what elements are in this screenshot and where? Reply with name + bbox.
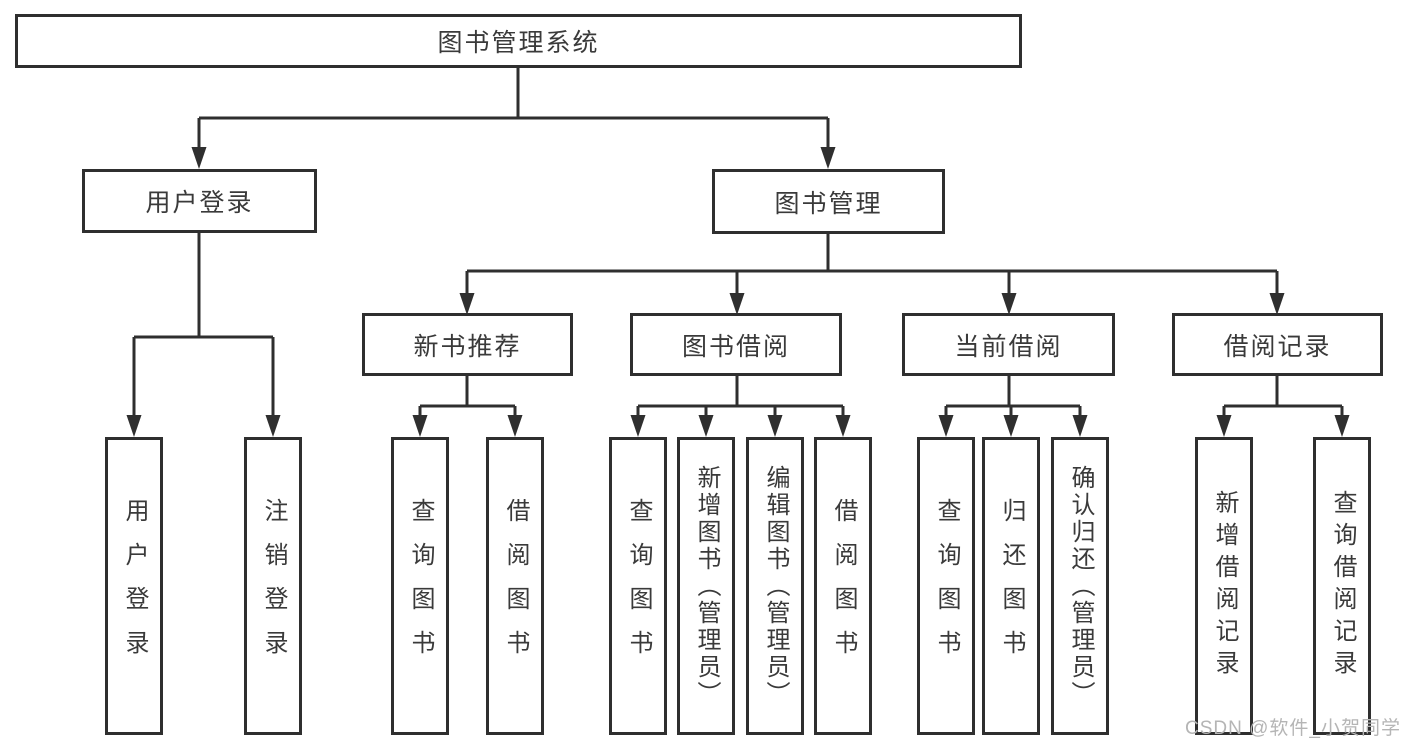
leaf-edit-books-admin: 编辑图书（管理员） bbox=[746, 437, 804, 735]
leaf-add-borrow-record: 新增借阅记录 bbox=[1195, 437, 1253, 735]
node-label: 图书管理系统 bbox=[437, 29, 600, 57]
leaf-return-books: 归还图书 bbox=[982, 437, 1040, 735]
leaf-query-books-borrowing: 查询图书 bbox=[609, 437, 667, 735]
node-new-book-recommendation: 新书推荐 bbox=[362, 313, 573, 376]
node-label: 查询图书 bbox=[933, 498, 960, 674]
leaf-borrow-books-recommend: 借阅图书 bbox=[486, 437, 544, 735]
leaf-query-books-recommend: 查询图书 bbox=[391, 437, 449, 735]
leaf-user-login: 用户登录 bbox=[105, 437, 163, 735]
node-label: 确认归还（管理员） bbox=[1067, 464, 1094, 708]
node-label: 用户登录 bbox=[121, 498, 148, 674]
node-label: 查询图书 bbox=[625, 498, 652, 674]
leaf-confirm-return-admin: 确认归还（管理员） bbox=[1051, 437, 1109, 735]
node-current-borrowing: 当前借阅 bbox=[902, 313, 1115, 376]
node-book-management: 图书管理 bbox=[712, 169, 945, 234]
node-label: 借阅图书 bbox=[830, 498, 857, 674]
node-label: 查询图书 bbox=[407, 498, 434, 674]
node-label: 借阅记录 bbox=[1223, 332, 1332, 361]
node-label: 编辑图书（管理员） bbox=[762, 464, 789, 708]
node-label: 查询借阅记录 bbox=[1329, 490, 1356, 682]
leaf-logout: 注销登录 bbox=[244, 437, 302, 735]
node-label: 图书借阅 bbox=[681, 332, 790, 361]
leaf-query-books-current: 查询图书 bbox=[917, 437, 975, 735]
node-label: 图书管理 bbox=[774, 189, 883, 218]
node-user-login: 用户登录 bbox=[82, 169, 317, 233]
node-label: 新增借阅记录 bbox=[1211, 490, 1238, 682]
node-label: 用户登录 bbox=[145, 189, 254, 217]
node-borrowing-records: 借阅记录 bbox=[1172, 313, 1383, 376]
node-label: 借阅图书 bbox=[502, 498, 529, 674]
node-label: 新书推荐 bbox=[413, 332, 522, 361]
leaf-query-borrow-record: 查询借阅记录 bbox=[1313, 437, 1371, 735]
node-book-borrowing: 图书借阅 bbox=[630, 313, 842, 376]
csdn-watermark: CSDN @软件_小贺同学 bbox=[1185, 718, 1401, 739]
node-library-management-system: 图书管理系统 bbox=[15, 14, 1022, 68]
node-label: 归还图书 bbox=[998, 498, 1025, 674]
leaf-borrow-books: 借阅图书 bbox=[814, 437, 872, 735]
node-label: 新增图书（管理员） bbox=[693, 464, 720, 708]
node-label: 注销登录 bbox=[260, 498, 287, 674]
node-label: 当前借阅 bbox=[954, 332, 1063, 361]
leaf-add-books-admin: 新增图书（管理员） bbox=[677, 437, 735, 735]
